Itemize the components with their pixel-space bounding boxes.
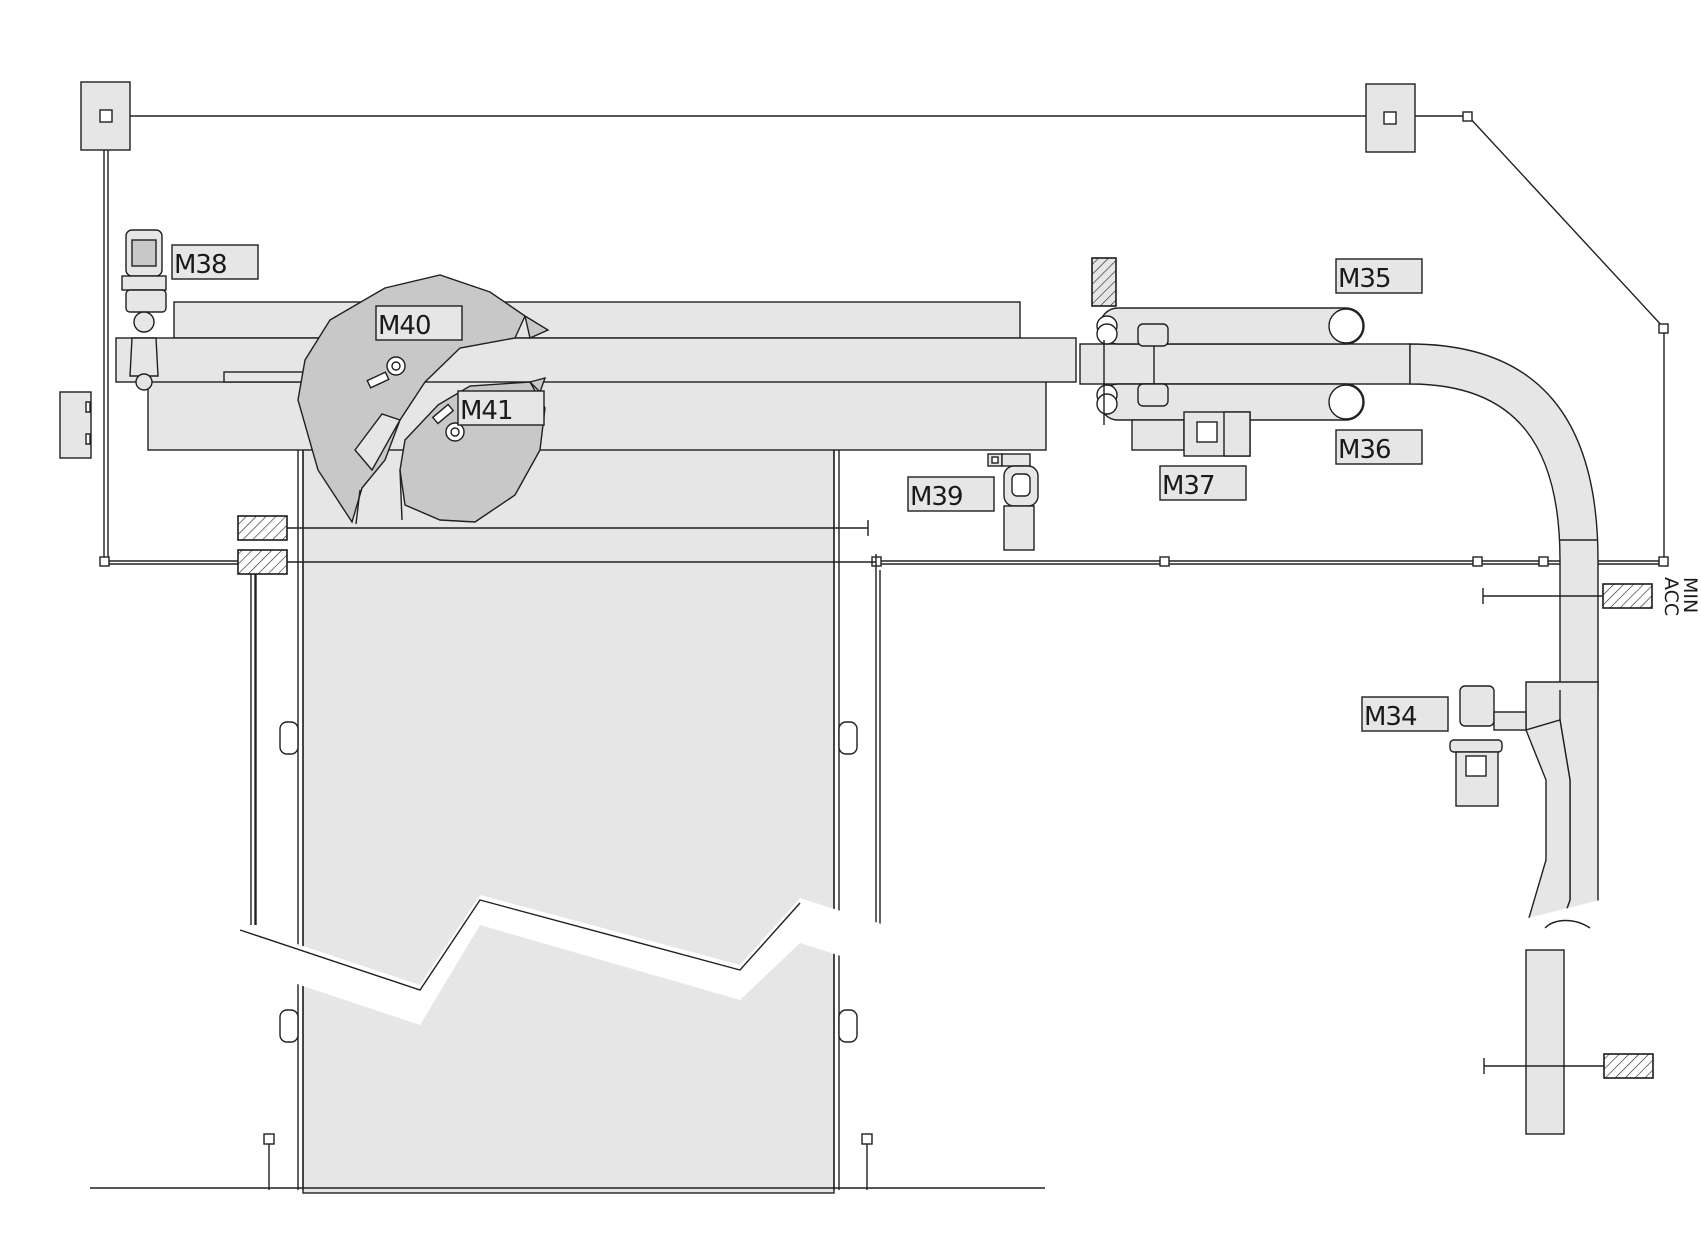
label-m35: M35	[1335, 258, 1423, 294]
min-acc-sensor	[1482, 583, 1653, 609]
side-roller	[838, 721, 858, 755]
label-m40-text: M40	[378, 311, 431, 341]
motor-m38	[121, 229, 167, 391]
label-m35-text: M35	[1338, 264, 1391, 294]
curved-conveyor	[1409, 343, 1600, 1135]
side-roller	[279, 721, 299, 755]
label-m39-text: M39	[910, 482, 963, 512]
label-m40: M40	[375, 305, 463, 341]
label-m37-text: M37	[1162, 471, 1215, 501]
label-m39: M39	[907, 476, 995, 512]
fence-node	[99, 556, 110, 567]
fence-post-left	[80, 81, 131, 151]
fence-node	[1658, 323, 1669, 334]
label-m36: M36	[1335, 429, 1423, 465]
fence-node	[1538, 556, 1549, 567]
side-roller	[279, 1009, 299, 1043]
vertical-main-conveyor	[90, 447, 1045, 1194]
control-box-latch	[85, 401, 91, 413]
diverter-housing-m40	[297, 274, 550, 524]
sensor-label-acc: ACC	[1660, 577, 1682, 616]
guard-fence	[59, 81, 1669, 567]
label-m37: M37	[1159, 465, 1247, 501]
photo-sensor-bottom	[237, 549, 877, 925]
control-box-latch	[85, 433, 91, 445]
fence-post-right	[1365, 83, 1416, 153]
motor-m39	[987, 453, 1039, 551]
diverter-m35	[1091, 257, 1365, 347]
photo-sensor-top	[237, 515, 869, 541]
motor-m37	[1131, 411, 1251, 457]
lower-sensor	[1483, 1053, 1654, 1079]
fence-node	[1462, 111, 1473, 122]
label-m34: M34	[1361, 696, 1449, 732]
label-m41-text: M41	[460, 396, 513, 426]
label-m38: M38	[171, 244, 259, 280]
label-m38-text: M38	[174, 250, 227, 280]
sensor-label-min: MIN	[1679, 577, 1701, 613]
fence-node	[1159, 556, 1170, 567]
motor-m34	[1449, 685, 1527, 807]
side-roller	[838, 1009, 858, 1043]
label-m41: M41	[457, 390, 545, 426]
fence-node	[1658, 556, 1669, 567]
fence-node	[1472, 556, 1483, 567]
label-m34-text: M34	[1364, 702, 1417, 732]
label-m36-text: M36	[1338, 435, 1391, 465]
diverter-m36	[1096, 340, 1365, 425]
